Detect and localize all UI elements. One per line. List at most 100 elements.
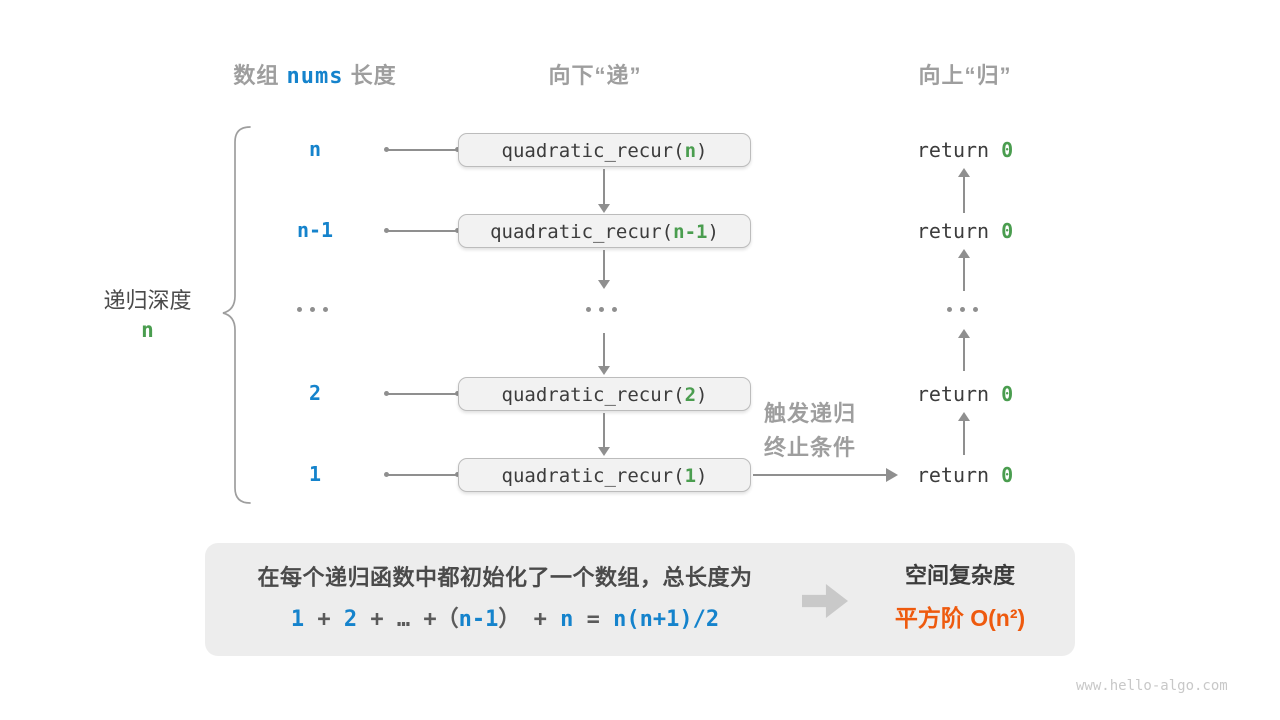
call-arg: 1 xyxy=(684,465,697,487)
up-arrow-head xyxy=(958,249,970,258)
return-value: 0 xyxy=(1001,219,1014,243)
trigger-note-line2: 终止条件 xyxy=(763,435,856,460)
dot xyxy=(599,307,604,312)
down-arrow-head xyxy=(598,366,610,375)
up-arrow-head xyxy=(958,168,970,177)
connector-line xyxy=(387,149,457,151)
formula-operator: + xyxy=(317,607,331,632)
summary-formula: 1 + 2 + … +（n-1） + n = n(n+1)/2 xyxy=(230,601,780,633)
depth-value: n xyxy=(141,318,154,342)
down-arrow-line xyxy=(603,250,605,281)
formula-ellipsis: … xyxy=(396,607,411,632)
depth-label: 递归深度 xyxy=(103,288,192,313)
connector-dot xyxy=(384,147,389,152)
connector-dot xyxy=(455,228,460,233)
call-text: quadratic_recur( xyxy=(490,221,674,243)
length-label-1: 1 xyxy=(308,462,322,486)
call-arg: n xyxy=(684,140,697,162)
ellipsis-dots xyxy=(586,307,617,312)
call-text: quadratic_recur( xyxy=(501,140,685,162)
formula-result: n(n+1)/2 xyxy=(613,607,720,632)
connector-dot xyxy=(384,228,389,233)
dot xyxy=(960,307,965,312)
up-arrow-line xyxy=(963,420,965,455)
terminate-arrow-line xyxy=(753,474,886,476)
header-recurse-down: 向下“递” xyxy=(548,63,642,88)
connector-line xyxy=(387,474,457,476)
call-text: ) xyxy=(696,140,708,162)
connector-dot xyxy=(455,391,460,396)
formula-operator: + xyxy=(533,607,547,632)
dot xyxy=(310,307,315,312)
down-arrow-line xyxy=(603,169,605,206)
dot xyxy=(323,307,328,312)
header-array-length: 数组 nums 长度 xyxy=(165,58,465,90)
formula-operator: = xyxy=(586,607,600,632)
dot xyxy=(297,307,302,312)
terminate-arrow-head xyxy=(886,468,898,482)
call-arg: n-1 xyxy=(673,221,708,243)
call-text: ) xyxy=(707,221,719,243)
down-arrow-line xyxy=(603,333,605,367)
summary-panel: 在每个递归函数中都初始化了一个数组，总长度为 1 + 2 + … +（n-1） … xyxy=(205,543,1075,656)
complexity-title: 空间复杂度 xyxy=(904,563,1015,588)
up-arrow-head xyxy=(958,412,970,421)
return-keyword: return xyxy=(916,219,1002,243)
formula-term: 1 xyxy=(290,607,305,632)
watermark: www.hello-algo.com xyxy=(1076,678,1228,694)
length-label-n1: n-1 xyxy=(296,218,334,242)
return-stmt-n1: return 0 xyxy=(890,219,1040,243)
call-box-n1: quadratic_recur(n-1) xyxy=(458,214,751,248)
call-text: ) xyxy=(696,384,708,406)
return-value: 0 xyxy=(1001,463,1014,487)
call-box-n: quadratic_recur(n) xyxy=(458,133,751,167)
connector-line xyxy=(387,393,457,395)
formula-paren: ） xyxy=(498,607,521,632)
header-return-up: 向上“归” xyxy=(918,63,1012,88)
dot xyxy=(973,307,978,312)
connector-dot xyxy=(455,472,460,477)
dot xyxy=(586,307,591,312)
return-stmt-2: return 0 xyxy=(890,382,1040,406)
connector-dot xyxy=(455,147,460,152)
return-value: 0 xyxy=(1001,138,1014,162)
call-arg: 2 xyxy=(684,384,697,406)
summary-text: 在每个递归函数中都初始化了一个数组，总长度为 xyxy=(257,565,753,590)
trigger-note-line1: 触发递归 xyxy=(763,401,856,426)
formula-operator: + xyxy=(370,607,384,632)
length-label-n: n xyxy=(308,137,322,161)
down-arrow-line xyxy=(603,413,605,448)
formula-term: n xyxy=(560,607,574,632)
ellipsis-dots xyxy=(947,307,978,312)
connector-dot xyxy=(384,391,389,396)
ellipsis-dots xyxy=(297,307,328,312)
formula-paren: （ xyxy=(436,607,459,632)
down-arrow-head xyxy=(598,447,610,456)
up-arrow-line xyxy=(963,257,965,291)
header-array-prefix: 数组 xyxy=(233,63,287,88)
length-label-2: 2 xyxy=(308,381,322,405)
call-text: quadratic_recur( xyxy=(501,465,685,487)
header-nums-code: nums xyxy=(286,64,344,89)
dot xyxy=(612,307,617,312)
formula-term: 2 xyxy=(343,607,358,632)
connector-dot xyxy=(384,472,389,477)
return-stmt-1: return 0 xyxy=(890,463,1040,487)
up-arrow-head xyxy=(958,329,970,338)
down-arrow-head xyxy=(598,280,610,289)
connector-line xyxy=(387,230,457,232)
down-arrow-head xyxy=(598,204,610,213)
formula-operator: + xyxy=(423,607,437,632)
call-text: quadratic_recur( xyxy=(501,384,685,406)
call-box-2: quadratic_recur(2) xyxy=(458,377,751,411)
complexity-value: 平方阶 O(n²) xyxy=(894,605,1026,631)
return-value: 0 xyxy=(1001,382,1014,406)
block-arrow-icon xyxy=(802,584,848,618)
return-keyword: return xyxy=(916,138,1002,162)
call-box-1: quadratic_recur(1) xyxy=(458,458,751,492)
depth-brace xyxy=(222,126,251,504)
call-text: ) xyxy=(696,465,708,487)
header-array-suffix: 长度 xyxy=(343,63,397,88)
dot xyxy=(947,307,952,312)
